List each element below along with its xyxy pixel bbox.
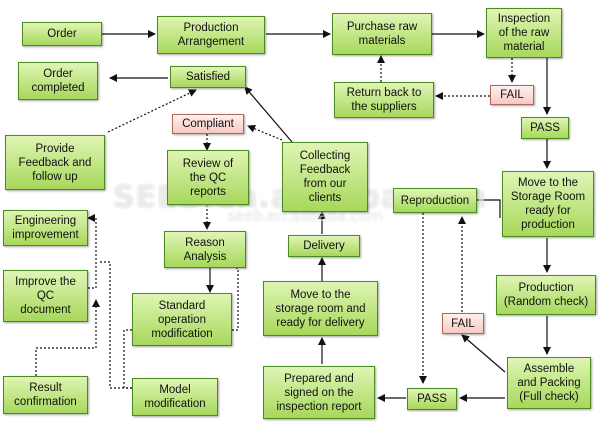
arrow-result-to-improve (35, 299, 100, 376)
node-pass-bottom: PASS (407, 388, 457, 410)
node-pass-top: PASS (521, 117, 569, 139)
arrow-result-to-satisfied (107, 89, 197, 133)
node-production-random-check: Production(Random check) (496, 275, 596, 315)
arrow-standard-to-model (123, 329, 132, 389)
arrow-assemble-to-fail (461, 334, 506, 373)
node-order: Order (22, 22, 102, 46)
node-fail-mid: FAIL (442, 313, 484, 334)
arrow-improve-to-engineering (87, 214, 97, 289)
arrow-reason-to-model (232, 267, 239, 331)
node-delivery: Delivery (288, 235, 360, 257)
arrow-model-to-result (100, 261, 132, 389)
arrow-reproduction-to-move-storage (477, 199, 501, 218)
node-compliant: Compliant (172, 114, 244, 134)
arrow-feedback-to-compliant (247, 124, 283, 141)
arrow-feedback-to-satisfied (244, 86, 293, 143)
node-reproduction: Reproduction (393, 188, 477, 213)
node-satisfied: Satisfied (170, 66, 246, 88)
node-fail-top: FAIL (490, 85, 534, 105)
